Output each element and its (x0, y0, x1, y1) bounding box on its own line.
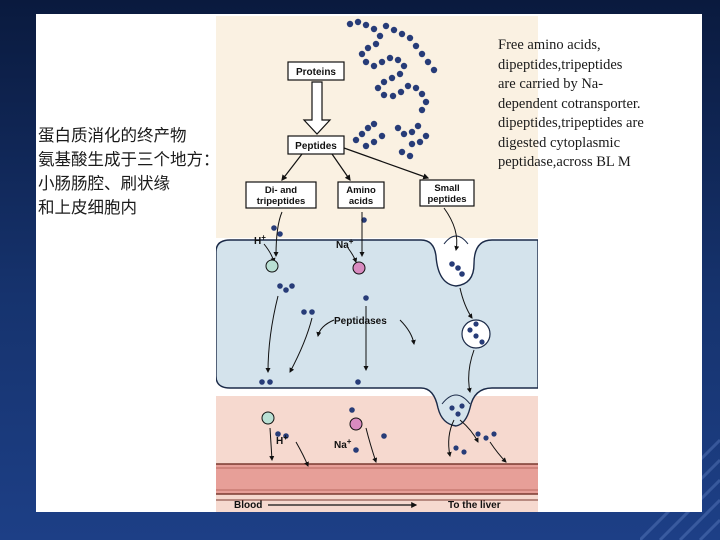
na-ion-bottom: Na+ (334, 437, 352, 451)
right-text-line: are carried by Na- (498, 76, 604, 92)
released-beads (449, 403, 497, 455)
left-text-line: 和上皮细胞内 (38, 198, 137, 217)
di-tri-label: tripeptides (257, 196, 306, 207)
exocytosis-pocket (441, 394, 471, 405)
exit-arrow (365, 427, 378, 463)
blood-label: Blood (234, 500, 262, 511)
right-text-line: digested cytoplasmic (498, 134, 621, 151)
right-text-line: dipeptides,tripeptides (498, 56, 623, 73)
digestion-arrow (302, 81, 332, 135)
proteins-box (287, 61, 345, 81)
h-ion-top: H+ (254, 233, 266, 247)
peptides-label: Peptides (295, 141, 337, 152)
peptide-fragments (352, 120, 430, 160)
cell-flow (265, 295, 279, 373)
intracellular-beads (259, 283, 387, 453)
right-text-line: dependent cotransporter. (498, 95, 641, 112)
exit-arrow (269, 427, 275, 461)
di-tri-box (245, 181, 317, 209)
protein-digestion-figure: Proteins Peptides Di- and tripeptides Am… (216, 16, 538, 512)
peptides-box (287, 135, 345, 155)
left-text-line: 氨基酸生成于三个地方： (38, 150, 220, 169)
vesicle-flow (466, 349, 475, 393)
luminal-beads (271, 217, 465, 277)
cell-flow (289, 317, 313, 373)
peptidase-arrow (399, 319, 416, 345)
liver-label: To the liver (448, 500, 501, 511)
release-flow (459, 419, 479, 443)
right-text-line: dipeptides,tripeptides are (498, 115, 644, 131)
amino-acids-label: Amino (346, 185, 376, 196)
small-peptides-label: Small (434, 183, 459, 194)
epithelial-cell-layer (216, 239, 538, 427)
arrow-to-amino (331, 153, 351, 181)
h-cotransporter-apical (265, 259, 279, 273)
protein-chain (346, 18, 438, 114)
h-ion-bottom: H+ (276, 433, 288, 447)
release-flow (446, 419, 455, 457)
vesicle-beads (467, 321, 485, 345)
left-text-line: 蛋白质消化的终产物 (38, 126, 187, 145)
exit-arrow (295, 441, 309, 467)
slide-panel: 蛋白质消化的终产物 氨基酸生成于三个地方： 小肠肠腔、刷状缘 和上皮细胞内 (36, 14, 702, 512)
small-peptide-flow (443, 207, 460, 251)
left-text-line: 小肠肠腔、刷状缘 (38, 174, 170, 193)
vesicle-flow (459, 287, 473, 319)
small-peptides-label: peptides (427, 194, 466, 205)
di-tri-label: Di- and (265, 185, 297, 196)
arrow-to-di-tri (281, 153, 303, 181)
left-chinese-text: 蛋白质消化的终产物 氨基酸生成于三个地方： 小肠肠腔、刷状缘 和上皮细胞内 (38, 124, 228, 220)
right-text-line: Free amino acids, (498, 37, 601, 53)
right-text-line: peptidase,across BL M (498, 154, 631, 170)
arrow-to-small (343, 147, 430, 180)
peptidases-label: Peptidases (334, 316, 387, 327)
right-english-text: Free amino acids, dipeptides,tripeptides… (498, 36, 698, 173)
na-cotransporter-basolateral (349, 417, 363, 431)
amino-acids-box (337, 181, 385, 209)
blood-vessel (216, 464, 538, 494)
na-ion-top: Na+ (336, 237, 354, 251)
amino-acids-label: acids (349, 196, 373, 207)
di-tri-flow (273, 211, 283, 257)
na-entry-arrow (347, 247, 358, 263)
na-cotransporter-apical (352, 261, 366, 275)
small-peptides-box (419, 179, 475, 207)
peptidase-arrow (316, 319, 335, 337)
exit-arrow (489, 441, 507, 463)
proteins-label: Proteins (296, 67, 336, 78)
h-cotransporter-basolateral (261, 411, 275, 425)
